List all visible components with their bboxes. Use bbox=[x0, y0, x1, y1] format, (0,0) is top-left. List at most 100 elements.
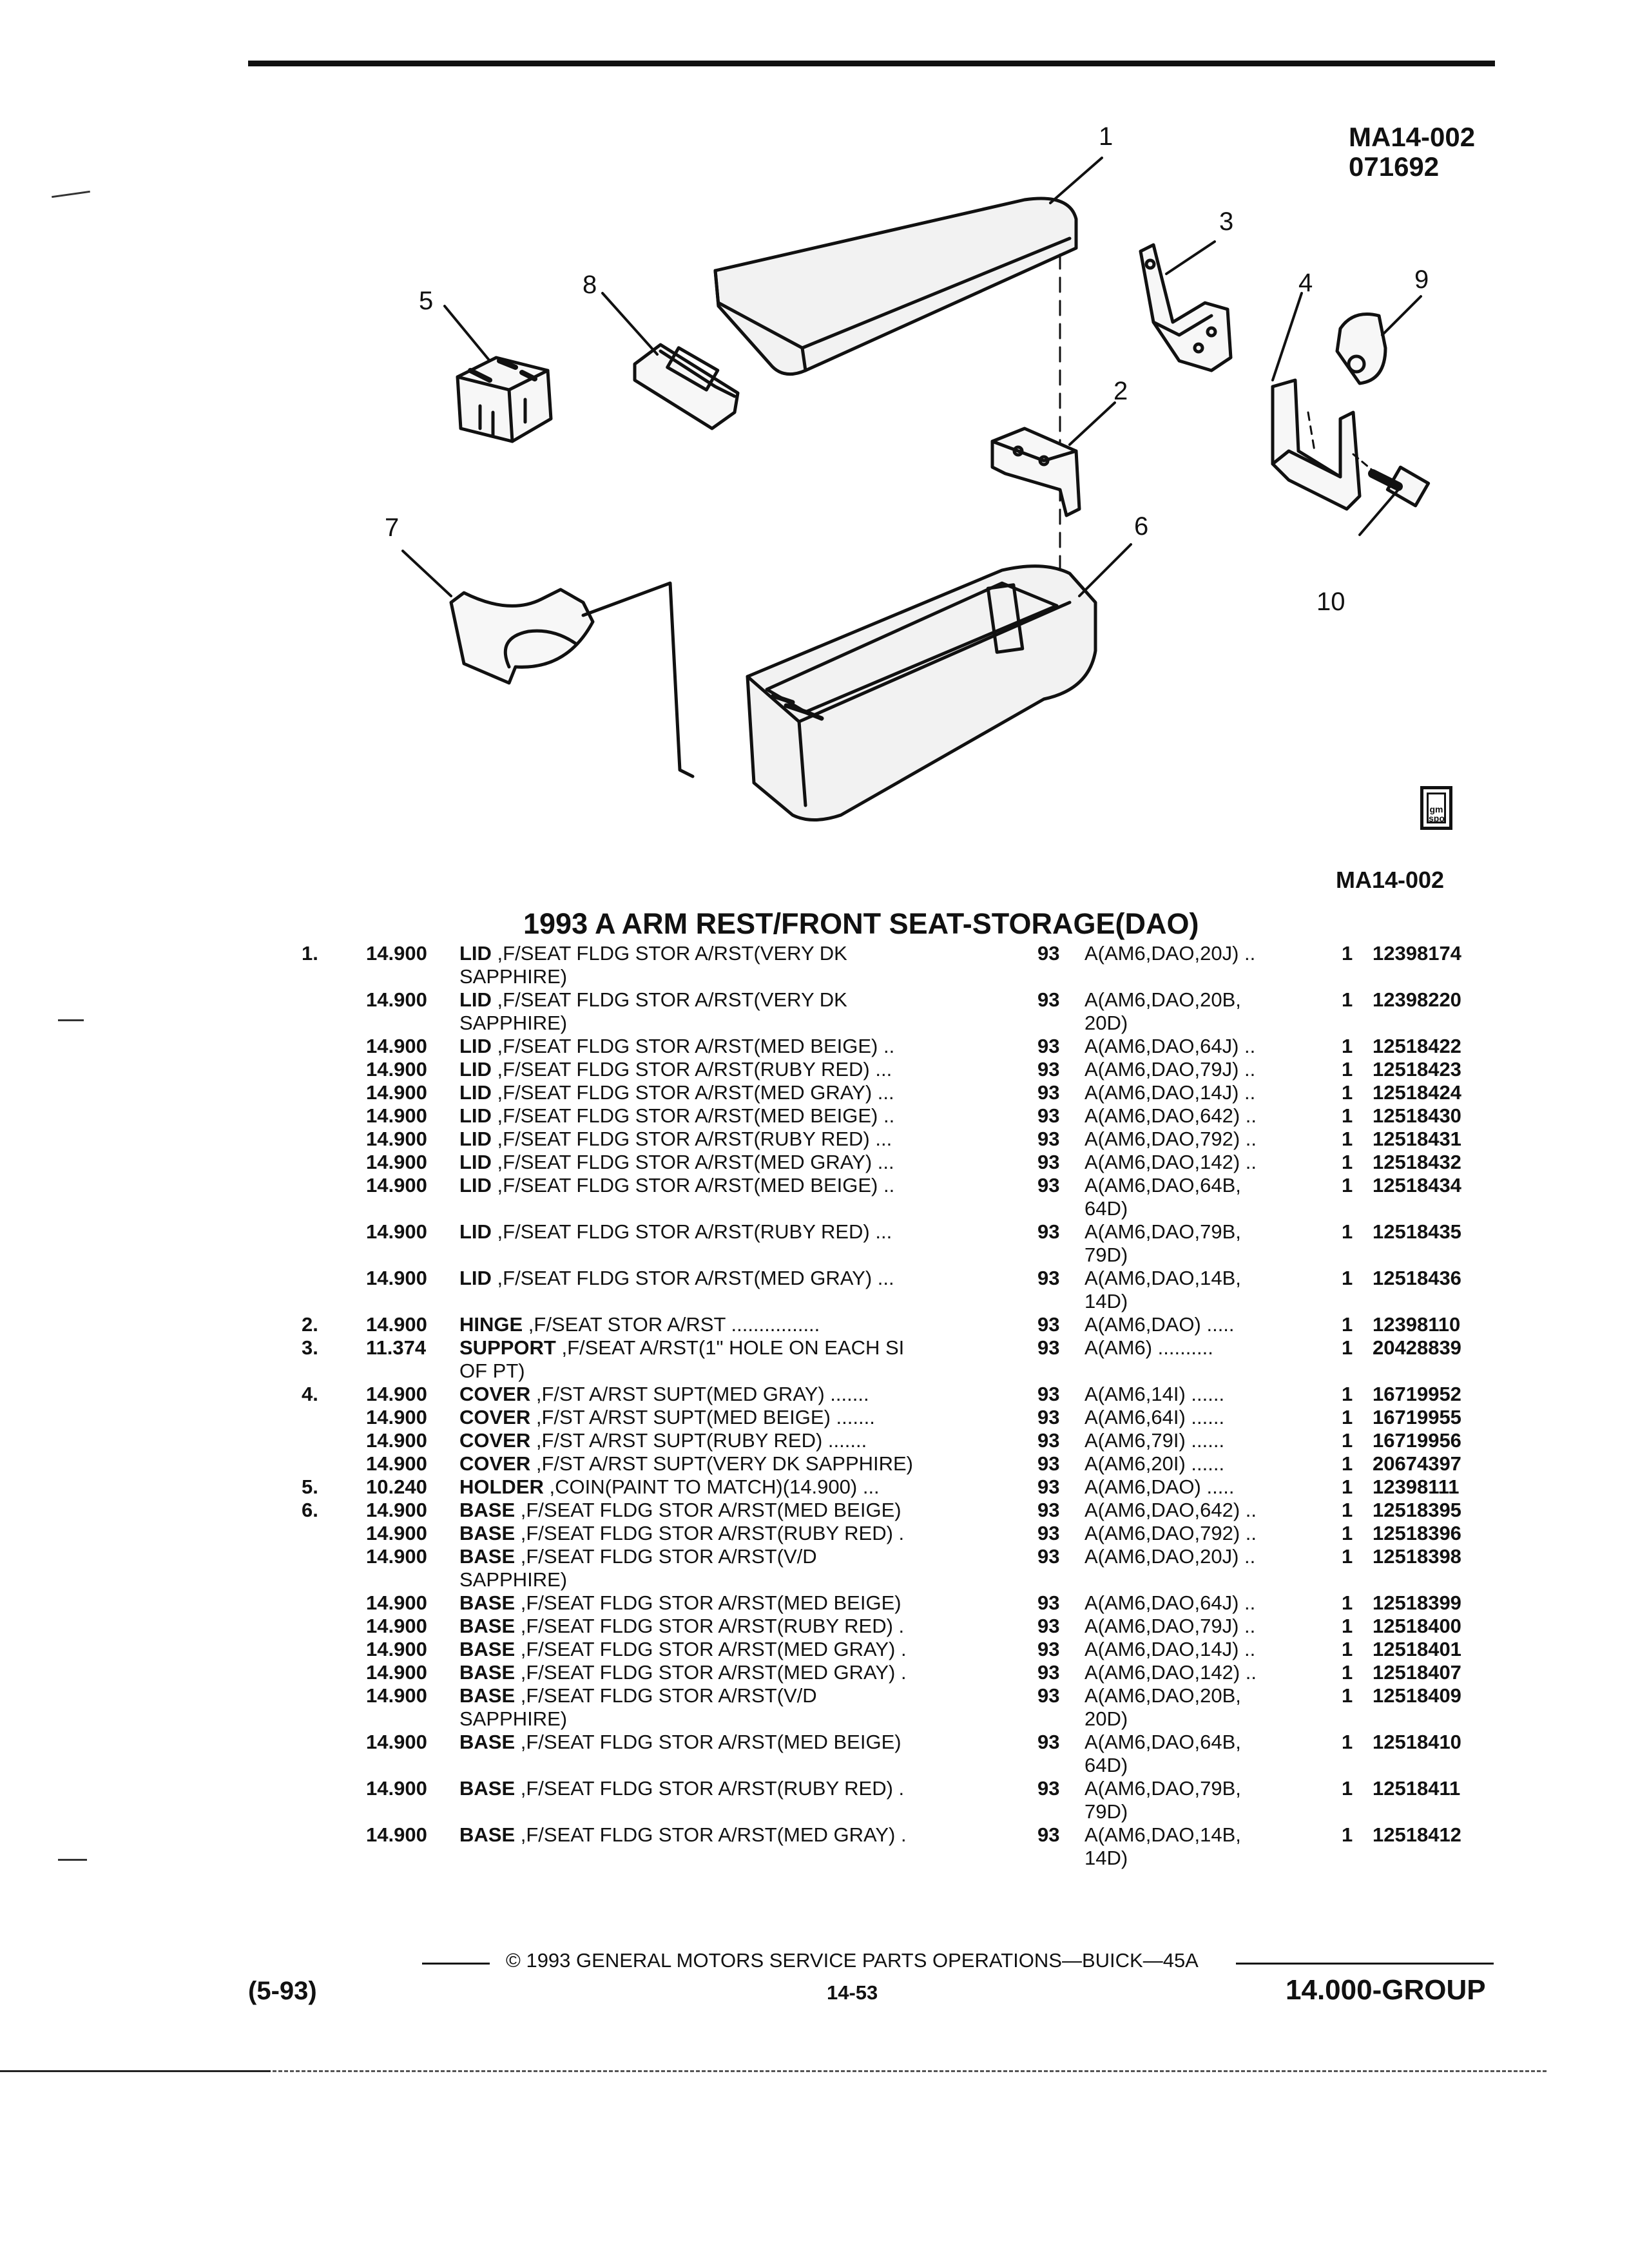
margin-mark bbox=[58, 1859, 87, 1861]
application-code: A(AM6,DAO,79J) .. bbox=[1084, 1615, 1256, 1637]
model-year: 93 bbox=[1037, 1058, 1060, 1081]
part-number: 12398110 bbox=[1373, 1313, 1461, 1336]
part-description-text: ,F/ST A/RST SUPT(RUBY RED) ....... bbox=[530, 1429, 867, 1452]
part-description: LID ,F/SEAT FLDG STOR A/RST(MED GRAY) ..… bbox=[459, 1267, 894, 1290]
part-description-text: ,F/ST A/RST SUPT(VERY DK SAPPHIRE) bbox=[530, 1452, 914, 1475]
application-code: A(AM6,DAO,14B, bbox=[1084, 1267, 1241, 1289]
part-name: LID bbox=[459, 1151, 492, 1173]
application-code: A(AM6,DAO,64J) .. bbox=[1084, 1591, 1256, 1614]
part-description-continued: OF PT) bbox=[459, 1360, 525, 1382]
part-name: LID bbox=[459, 1128, 492, 1150]
margin-mark bbox=[58, 1019, 84, 1021]
group-number: 14.900 bbox=[366, 988, 427, 1011]
part-7-cup-holder-illustration bbox=[449, 581, 695, 778]
item-number: 3. bbox=[302, 1336, 318, 1359]
part-description-continued: SAPPHIRE) bbox=[459, 1012, 568, 1034]
part-description: BASE ,F/SEAT FLDG STOR A/RST(V/D bbox=[459, 1545, 817, 1568]
model-year: 93 bbox=[1037, 1661, 1060, 1684]
callout-2: 2 bbox=[1113, 377, 1128, 405]
part-description-text: ,F/SEAT FLDG STOR A/RST(MED GRAY) ... bbox=[491, 1151, 894, 1173]
application-code-continued: 79D) bbox=[1084, 1800, 1128, 1823]
bottom-scan-line bbox=[0, 2070, 1547, 2072]
application-code: A(AM6,DAO,642) .. bbox=[1084, 1499, 1257, 1521]
application-code: A(AM6,DAO,79B, bbox=[1084, 1777, 1241, 1800]
part-description-text: ,F/SEAT FLDG STOR A/RST(MED BEIGE) bbox=[515, 1591, 901, 1614]
application-code: A(AM6,DAO,14J) .. bbox=[1084, 1638, 1256, 1660]
illustration-ref-code: MA14-002 bbox=[1336, 867, 1445, 893]
part-name: HOLDER bbox=[459, 1475, 544, 1498]
group-number: 14.900 bbox=[366, 1104, 427, 1127]
group-number: 14.900 bbox=[366, 1522, 427, 1544]
quantity: 1 bbox=[1342, 1081, 1353, 1104]
part-name: BASE bbox=[459, 1731, 516, 1753]
group-number: 14.900 bbox=[366, 1151, 427, 1173]
part-number: 12518399 bbox=[1373, 1591, 1461, 1614]
part-number: 12518409 bbox=[1373, 1684, 1461, 1707]
part-6-base-illustration bbox=[746, 564, 1097, 822]
part-description-text: ,F/SEAT FLDG STOR A/RST(VERY DK bbox=[491, 988, 847, 1011]
item-number: 4. bbox=[302, 1383, 318, 1405]
application-code: A(AM6,DAO,20B, bbox=[1084, 1684, 1241, 1707]
group-number: 14.900 bbox=[366, 1661, 427, 1684]
part-description: COVER ,F/ST A/RST SUPT(MED GRAY) ....... bbox=[459, 1383, 869, 1406]
part-name: LID bbox=[459, 1104, 492, 1127]
quantity: 1 bbox=[1342, 1313, 1353, 1336]
part-name: BASE bbox=[459, 1777, 516, 1800]
part-number: 16719952 bbox=[1373, 1383, 1461, 1405]
model-year: 93 bbox=[1037, 1452, 1060, 1475]
application-code: A(AM6,79I) ...... bbox=[1084, 1429, 1225, 1452]
application-code: A(AM6,DAO,792) .. bbox=[1084, 1522, 1257, 1544]
part-description-text: ,F/SEAT FLDG STOR A/RST(MED GRAY) . bbox=[515, 1638, 907, 1660]
footer-rule-left bbox=[422, 1963, 490, 1965]
part-number: 12518431 bbox=[1373, 1128, 1461, 1150]
part-number: 12518395 bbox=[1373, 1499, 1461, 1521]
part-description: BASE ,F/SEAT FLDG STOR A/RST(RUBY RED) . bbox=[459, 1615, 904, 1638]
part-description-text: ,F/SEAT FLDG STOR A/RST(RUBY RED) ... bbox=[491, 1128, 892, 1150]
part-name: COVER bbox=[459, 1406, 531, 1428]
group-number: 11.374 bbox=[366, 1336, 427, 1359]
model-year: 93 bbox=[1037, 1638, 1060, 1660]
application-code: A(AM6,DAO,792) .. bbox=[1084, 1128, 1257, 1150]
quantity: 1 bbox=[1342, 1545, 1353, 1568]
part-description-text: ,F/SEAT FLDG STOR A/RST(MED BEIGE) .. bbox=[491, 1035, 895, 1057]
model-year: 93 bbox=[1037, 1128, 1060, 1150]
quantity: 1 bbox=[1342, 1684, 1353, 1707]
part-description: BASE ,F/SEAT FLDG STOR A/RST(MED GRAY) . bbox=[459, 1661, 907, 1684]
application-code-continued: 20D) bbox=[1084, 1707, 1128, 1730]
callout-10: 10 bbox=[1316, 588, 1345, 616]
group-number: 14.900 bbox=[366, 1267, 427, 1289]
part-name: BASE bbox=[459, 1684, 516, 1707]
model-year: 93 bbox=[1037, 1336, 1060, 1359]
part-description-continued: SAPPHIRE) bbox=[459, 965, 568, 988]
part-9-clip-illustration bbox=[1335, 312, 1387, 385]
part-description: BASE ,F/SEAT FLDG STOR A/RST(RUBY RED) . bbox=[459, 1777, 904, 1800]
part-number: 12518435 bbox=[1373, 1220, 1461, 1243]
copyright-text: © 1993 GENERAL MOTORS SERVICE PARTS OPER… bbox=[506, 1949, 1199, 1972]
footer-page-number: 14-53 bbox=[827, 1981, 878, 2004]
part-name: BASE bbox=[459, 1545, 516, 1568]
model-year: 93 bbox=[1037, 1035, 1060, 1057]
quantity: 1 bbox=[1342, 1475, 1353, 1498]
group-number: 14.900 bbox=[366, 1591, 427, 1614]
quantity: 1 bbox=[1342, 1267, 1353, 1289]
item-number: 5. bbox=[302, 1475, 318, 1498]
part-description: BASE ,F/SEAT FLDG STOR A/RST(MED GRAY) . bbox=[459, 1823, 907, 1847]
quantity: 1 bbox=[1342, 1661, 1353, 1684]
quantity: 1 bbox=[1342, 1452, 1353, 1475]
part-description-text: ,F/SEAT FLDG STOR A/RST(V/D bbox=[515, 1545, 817, 1568]
model-year: 93 bbox=[1037, 1499, 1060, 1521]
quantity: 1 bbox=[1342, 1174, 1353, 1196]
group-number: 14.900 bbox=[366, 1058, 427, 1081]
part-name: COVER bbox=[459, 1452, 531, 1475]
model-year: 93 bbox=[1037, 1267, 1060, 1289]
